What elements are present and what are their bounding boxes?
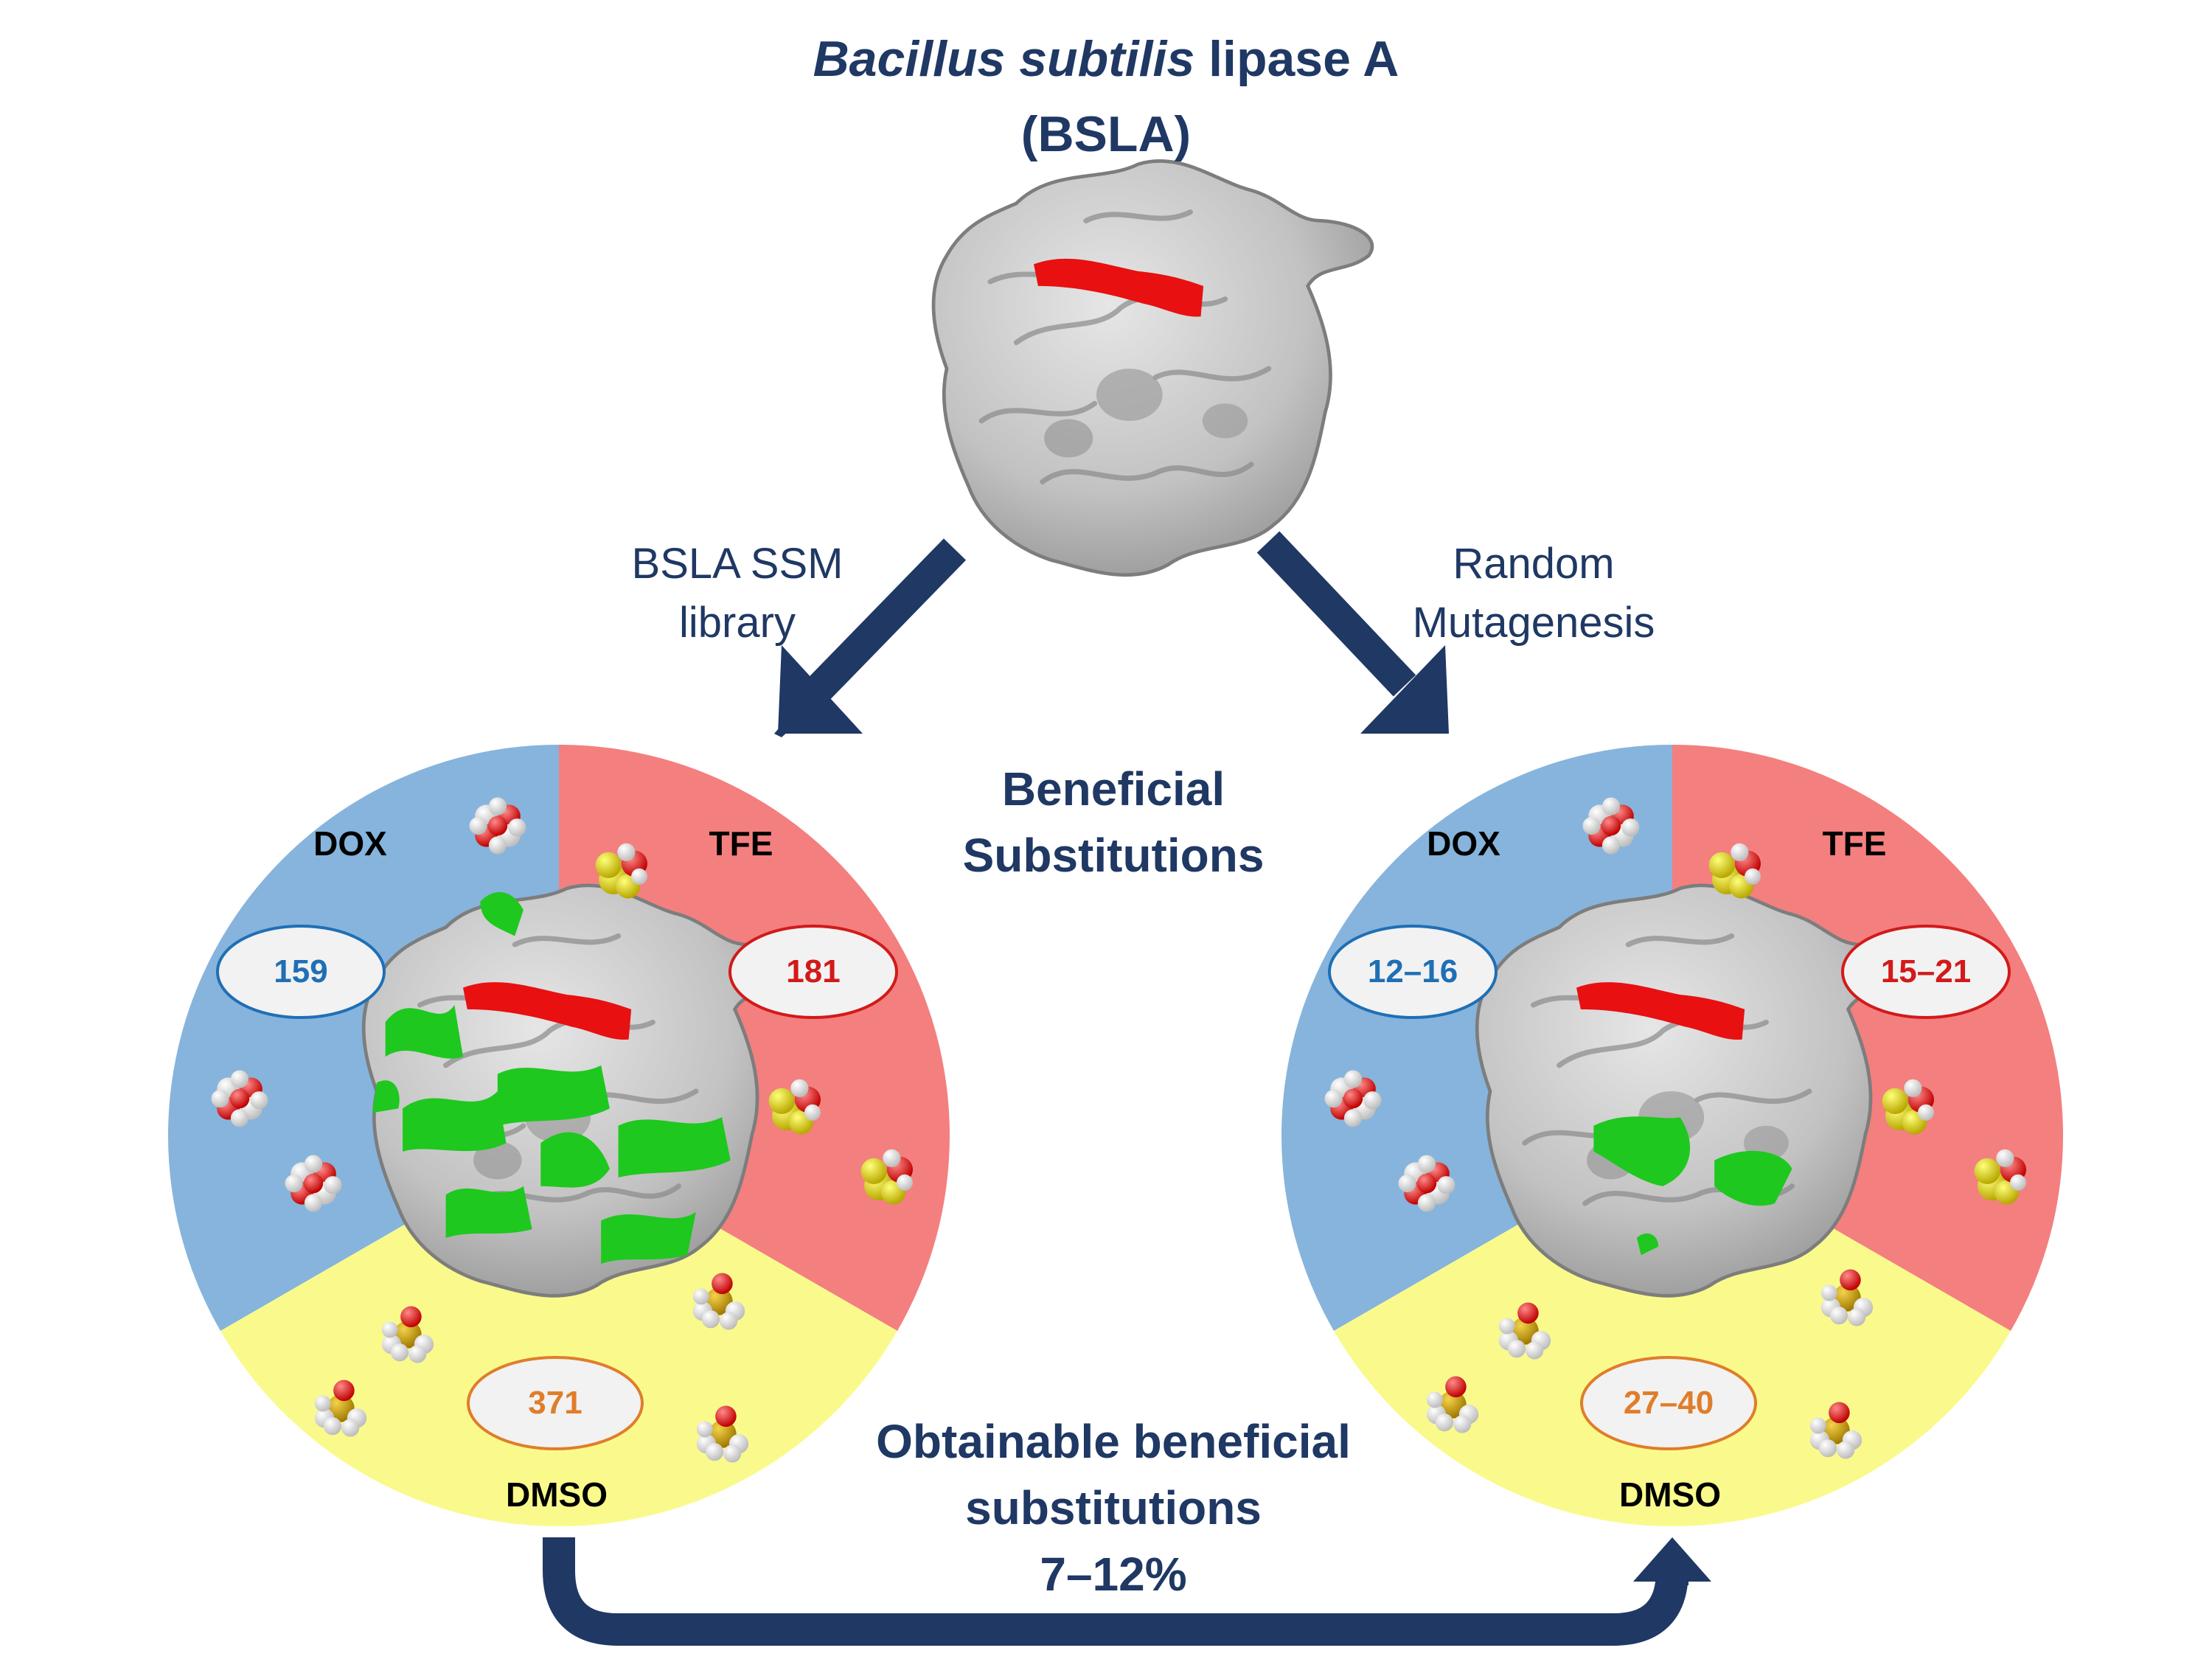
obtainable-substitutions-heading: Obtainable beneficial substitutions 7–12… (811, 1408, 1416, 1607)
title-enzyme: lipase A (1194, 31, 1399, 87)
right-dox-label: DOX (1427, 824, 1500, 863)
obtainable-percentage: 7–12% (1040, 1548, 1187, 1601)
left-dox-count: 159 (274, 953, 328, 990)
obtainable-line2: substitutions (965, 1481, 1262, 1534)
ssm-library-label-line2: library (679, 599, 796, 647)
beneficial-line1: Beneficial (1001, 762, 1225, 815)
bottom-connecting-arrow (543, 1537, 1711, 1646)
right-dmso-count-oval (1580, 1356, 1757, 1450)
beneficial-line2: Substitutions (962, 829, 1265, 882)
right-dox-count-oval (1328, 925, 1498, 1019)
figure-title-abbrev: (BSLA) (1020, 106, 1192, 162)
random-mutagenesis-label-line2: Mutagenesis (1412, 599, 1655, 647)
right-tfe-count-oval (1841, 925, 2011, 1019)
right-mutant-protein (1477, 886, 1912, 1296)
left-tfe-count-oval (728, 925, 898, 1019)
bsla-protein-structure (933, 161, 1372, 574)
arrow-to-random-mutagenesis (1256, 531, 1449, 734)
right-tfe-count: 15–21 (1880, 953, 1972, 990)
title-species: Bacillus subtilis (813, 31, 1195, 87)
beneficial-substitutions-heading: Beneficial Substitutions (892, 756, 1335, 888)
ssm-library-label-line1: BSLA SSM (631, 540, 844, 588)
right-tfe-label: TFE (1822, 824, 1887, 863)
arrow-to-ssm-library (774, 538, 967, 737)
random-mutagenesis-label-line1: Random (1453, 540, 1615, 588)
left-dmso-count: 371 (528, 1385, 582, 1421)
left-dox-label: DOX (313, 824, 387, 863)
left-dmso-count-oval (467, 1356, 644, 1450)
left-dmso-label: DMSO (506, 1475, 608, 1514)
left-mutant-protein (364, 886, 799, 1296)
right-dmso-label: DMSO (1619, 1475, 1721, 1514)
left-tfe-count: 181 (786, 953, 841, 990)
random-mutagenesis-label: Random Mutagenesis (1379, 535, 1688, 653)
ssm-library-label: BSLA SSM library (605, 535, 870, 653)
right-dox-count: 12–16 (1367, 953, 1458, 990)
obtainable-line1: Obtainable beneficial (876, 1415, 1351, 1468)
left-tfe-label: TFE (709, 824, 773, 863)
left-dox-count-oval (216, 925, 386, 1019)
right-dmso-count: 27–40 (1623, 1385, 1714, 1421)
figure-title: Bacillus subtilis lipase A (0, 29, 2212, 88)
